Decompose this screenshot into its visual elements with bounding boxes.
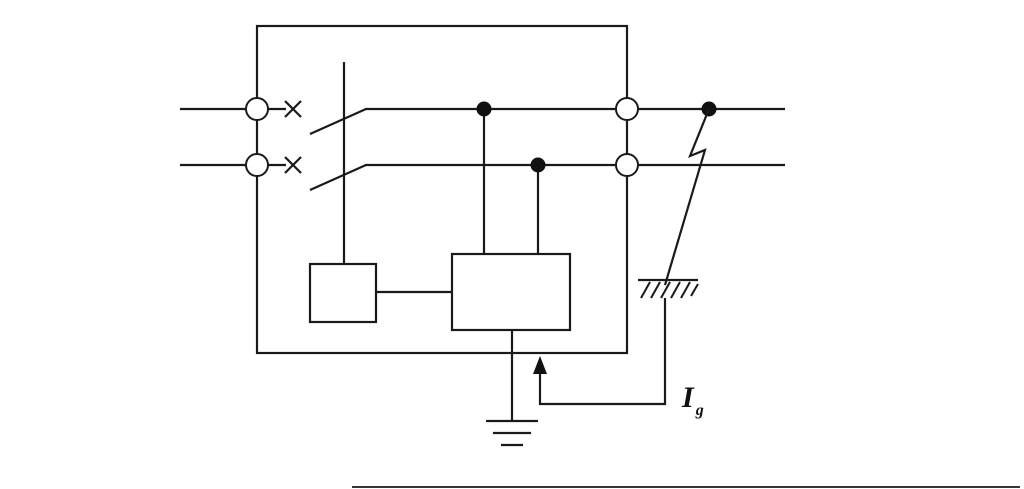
earth-hatch-symbol bbox=[638, 278, 699, 299]
device-enclosure bbox=[255, 24, 629, 355]
terminal-in-2 bbox=[245, 153, 269, 177]
amplifier-box bbox=[450, 252, 572, 332]
contact-cross-2 bbox=[284, 156, 302, 174]
terminal-out-2 bbox=[615, 153, 639, 177]
fault-current-arrow bbox=[533, 356, 547, 374]
terminal-out-1 bbox=[615, 97, 639, 121]
switch-blade-2 bbox=[309, 163, 367, 192]
switch-blade-1 bbox=[309, 107, 367, 136]
junction-dot-2 bbox=[530, 157, 546, 173]
fault-current-symbol: I bbox=[681, 381, 695, 414]
fault-current-path bbox=[538, 298, 667, 406]
fault-current-subscript: g bbox=[695, 402, 704, 419]
terminal-in-1 bbox=[245, 97, 269, 121]
fault-lightning-path bbox=[663, 108, 711, 286]
trip-relay-box bbox=[308, 262, 378, 324]
ground-symbol bbox=[486, 419, 538, 447]
contact-cross-1 bbox=[284, 100, 302, 118]
junction-dot-1 bbox=[476, 101, 492, 117]
